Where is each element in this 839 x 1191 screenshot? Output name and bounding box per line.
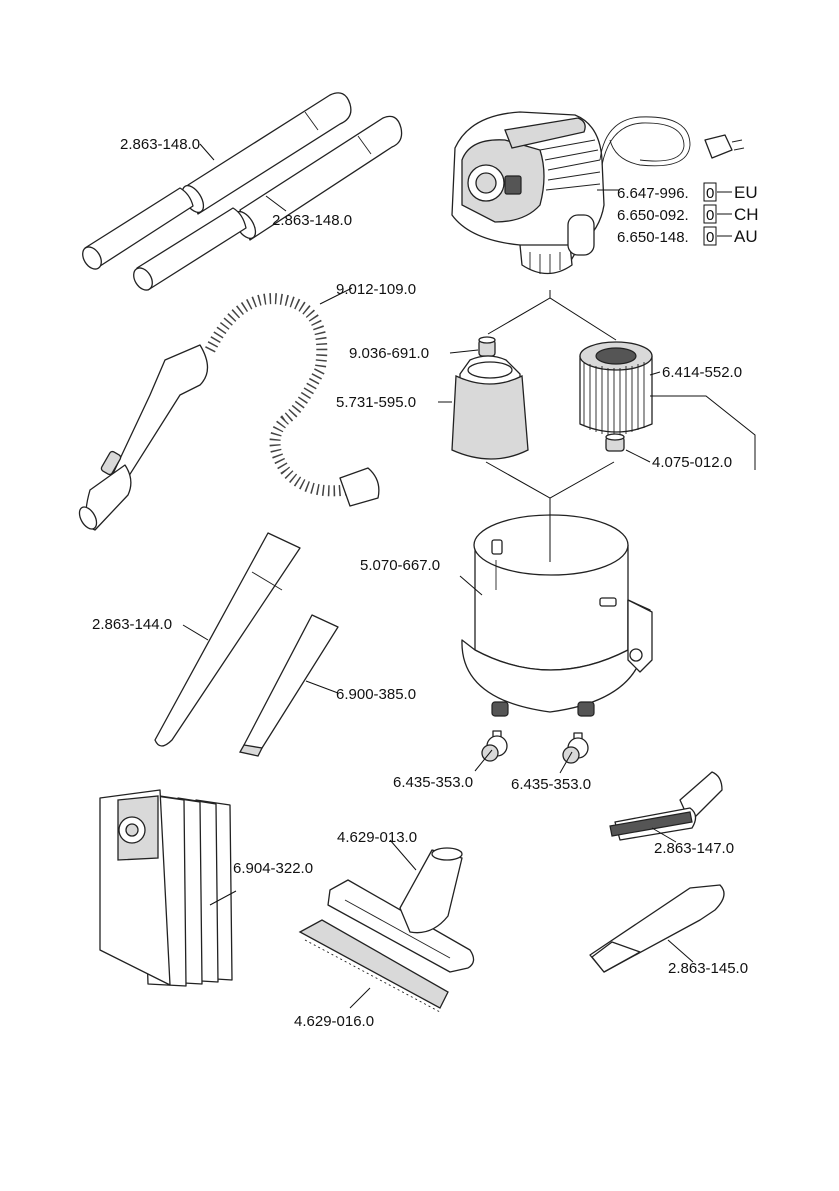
label-container: 5.070-667.0 <box>360 557 440 574</box>
container <box>461 514 653 717</box>
label-brush: 2.863-147.0 <box>654 840 734 857</box>
label-caster-left: 6.435-353.0 <box>393 774 473 791</box>
label-tube-lower: 2.863-148.0 <box>272 212 352 229</box>
label-nozzle-insert: 4.629-016.0 <box>294 1013 374 1030</box>
label-hose: 9.012-109.0 <box>336 281 416 298</box>
caster-left <box>481 730 508 762</box>
label-paper-filter: 5.731-595.0 <box>336 394 416 411</box>
variant-box-au <box>703 226 717 246</box>
label-motor-au-region: AU <box>734 227 758 246</box>
label-motor-au-digit: 0 <box>706 229 714 246</box>
label-upholstery-nozzle: 2.863-145.0 <box>668 960 748 977</box>
variant-box-ch <box>703 204 717 224</box>
paper-filter <box>451 355 529 460</box>
floor-nozzle <box>327 847 475 973</box>
label-filter-nut: 4.075-012.0 <box>652 454 732 471</box>
leader-lines <box>182 143 756 1009</box>
suction-hose <box>78 293 380 531</box>
label-motor-ch-region: CH <box>734 205 759 224</box>
label-motor-ch-digit: 0 <box>706 207 714 224</box>
label-filter-cap: 9.036-691.0 <box>349 345 429 362</box>
label-motor-eu-region: EU <box>734 183 758 202</box>
suction-tube-lower <box>133 115 403 291</box>
suction-brush <box>609 771 723 841</box>
filter-cap <box>478 336 496 357</box>
crevice-nozzle-short <box>238 614 339 757</box>
variant-box-eu <box>703 182 717 202</box>
filter-nut <box>605 433 625 452</box>
floor-nozzle-insert <box>298 919 449 1013</box>
filter-bags <box>99 789 233 987</box>
label-motor-eu-digit: 0 <box>706 185 714 202</box>
label-crevice-long: 2.863-144.0 <box>92 616 172 633</box>
label-motor-eu-number: 6.647-996. <box>617 185 689 202</box>
label-crevice-short: 6.900-385.0 <box>336 686 416 703</box>
label-filter-bags: 6.904-322.0 <box>233 860 313 877</box>
caster-right <box>562 732 589 764</box>
crevice-nozzle-long <box>154 532 301 747</box>
motor-head <box>451 111 745 275</box>
label-motor-ch-number: 6.650-092. <box>617 207 689 224</box>
label-caster-right: 6.435-353.0 <box>511 776 591 793</box>
cartridge-filter <box>579 341 653 436</box>
label-cartridge-filter: 6.414-552.0 <box>662 364 742 381</box>
label-tube-upper: 2.863-148.0 <box>120 136 200 153</box>
motor-head-variant-au: 6.650-148. 0 AU <box>617 226 758 246</box>
motor-head-variant-ch: 6.650-092. 0 CH <box>617 204 759 224</box>
suction-tube-upper <box>82 92 352 270</box>
motor-head-variant-eu: 6.647-996. 0 EU <box>617 182 758 202</box>
label-motor-au-number: 6.650-148. <box>617 229 689 246</box>
upholstery-nozzle <box>589 884 725 973</box>
label-floor-nozzle: 4.629-013.0 <box>337 829 417 846</box>
